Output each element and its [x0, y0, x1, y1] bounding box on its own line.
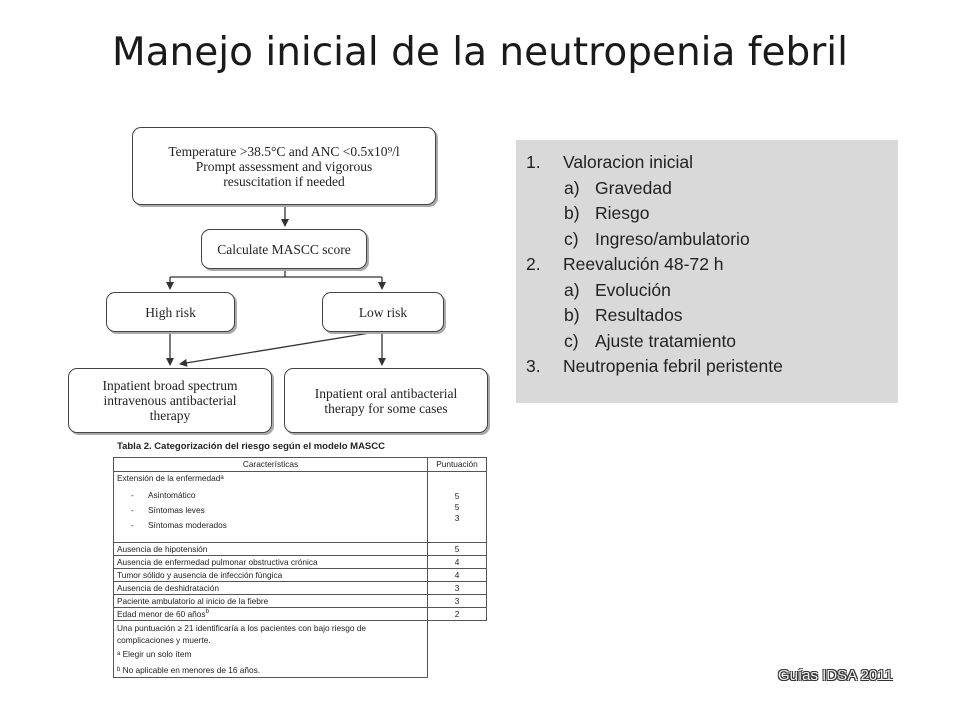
table-note: Una puntuación ≥ 21 identificaría a los …	[117, 623, 367, 645]
list-label: Evolución	[595, 279, 671, 300]
footnote-marker: b	[205, 609, 209, 615]
list-number: c)	[564, 330, 579, 351]
table-cell	[427, 620, 487, 678]
list-number: 3.	[526, 356, 541, 376]
list-item: a) Evolución	[526, 278, 783, 304]
table-caption: Tabla 2. Categorización del riesgo según…	[117, 441, 385, 452]
table-row: Ausencia de enfermedad pulmonar obstruct…	[113, 555, 487, 569]
footnote-marker: a	[117, 651, 121, 657]
list-number: 1.	[526, 152, 541, 172]
table-notes-row: Una puntuación ≥ 21 identificaría a los …	[113, 620, 487, 678]
mascc-table: Características Puntuación Extensión de …	[113, 457, 487, 678]
table-cell: Ausencia de enfermedad pulmonar obstruct…	[113, 555, 428, 569]
table-cell: 5	[427, 542, 487, 556]
score-value: 5	[454, 491, 460, 501]
list-number: a)	[564, 177, 580, 198]
list-item: - Síntomas leves	[117, 505, 424, 516]
flow-box-inpatient-oral: Inpatient oral antibacterial therapy for…	[284, 368, 488, 433]
flow-box-fever-criteria: Temperature >38.5°C and ANC <0.5x10⁹/l P…	[132, 127, 436, 205]
table-cell: Extensión de la enfermedada - Asintomátic…	[113, 471, 428, 543]
footnote-marker: a	[220, 475, 224, 481]
list-item: - Asintomático	[117, 490, 424, 501]
list-label: Resultados	[595, 305, 683, 325]
flow-box-fever-criteria-text: Temperature >38.5°C and ANC <0.5x10⁹/l P…	[168, 143, 400, 189]
ext-label: Extensión de la enfermedad	[117, 473, 221, 483]
list-item: b) Riesgo	[526, 201, 783, 227]
list-item: b) Resultados	[526, 303, 783, 329]
list-number: a)	[564, 279, 580, 300]
list-item: 3. Neutropenia febril peristente	[526, 354, 783, 380]
footnote-marker: b	[117, 667, 121, 673]
source-footer: Guías IDSA 2011	[778, 667, 893, 684]
flow-box-inpatient-oral-text: Inpatient oral antibacterial therapy for…	[314, 385, 458, 416]
flow-box-low-risk-text: Low risk	[358, 304, 408, 320]
list-item: - Síntomas moderados	[117, 520, 424, 531]
table-cell: 3	[427, 581, 487, 595]
dash: -	[131, 520, 134, 530]
table-header-row: Características Puntuación	[113, 457, 487, 472]
list-label: Valoracion inicial	[563, 152, 694, 172]
list-number: 2.	[526, 254, 541, 274]
ext-label-line: Extensión de la enfermedada	[117, 473, 424, 484]
flow-box-inpatient-iv-text: Inpatient broad spectrum intravenous ant…	[102, 378, 238, 423]
flow-box-low-risk: Low risk	[322, 292, 444, 332]
table-cell: Tumor sólido y ausencia de infección fún…	[113, 568, 428, 582]
list-item: a) Gravedad	[526, 176, 783, 202]
list-label: Síntomas leves	[148, 505, 205, 515]
list-label: Gravedad	[595, 177, 672, 198]
flow-box-high-risk: High risk	[106, 292, 235, 332]
steps-list: 1. Valoracion inicial a) Gravedad b) Riesgo…	[526, 150, 783, 380]
table-cell: 4	[427, 568, 487, 582]
table-note-text: No aplicable en menores de 16 años.	[120, 665, 261, 675]
list-number: c)	[564, 228, 579, 249]
dash: -	[131, 505, 134, 515]
table-cell: Ausencia de deshidratación	[113, 581, 428, 595]
age-label: Edad menor de 60 años	[117, 609, 206, 619]
list-label: Reevalución 48-72 h	[563, 254, 724, 274]
list-label: Ajuste tratamiento	[595, 330, 737, 351]
steps-panel: 1. Valoracion inicial a) Gravedad b) Riesgo…	[516, 140, 898, 403]
table-cell: 4	[427, 555, 487, 569]
table-cell: 5 5 3	[427, 471, 487, 543]
list-label: Ingreso/ambulatorio	[595, 228, 750, 249]
flow-box-inpatient-iv: Inpatient broad spectrum intravenous ant…	[68, 368, 272, 433]
list-label: Síntomas moderados	[148, 520, 227, 530]
list-label: Neutropenia febril peristente	[563, 356, 783, 376]
table-cell: 2	[427, 607, 487, 621]
list-item: c) Ajuste tratamiento	[526, 329, 783, 355]
list-item: 1. Valoracion inicial	[526, 150, 783, 176]
table-note: a Elegir un solo ítem	[117, 648, 424, 660]
table-note: b No aplicable en menores de 16 años.	[117, 664, 424, 676]
dash: -	[131, 490, 134, 500]
table-notes-cell: Una puntuación ≥ 21 identificaría a los …	[113, 620, 428, 678]
table-row: Tumor sólido y ausencia de infección fún…	[113, 568, 487, 582]
column-header-characteristics: Características	[113, 457, 428, 472]
list-item: 2. Reevalución 48-72 h	[526, 252, 783, 278]
score-value: 5	[454, 502, 460, 512]
table-cell: Paciente ambulatorio al inicio de la fie…	[113, 594, 428, 608]
column-header-score: Puntuación	[427, 457, 487, 472]
table-row: Edad menor de 60 añosb 2	[113, 607, 487, 621]
list-number: b)	[564, 305, 580, 325]
table-cell: Edad menor de 60 añosb	[113, 607, 428, 621]
list-number: b)	[564, 203, 580, 223]
table-cell: Ausencia de hipotensión	[113, 542, 428, 556]
list-label: Riesgo	[595, 203, 650, 223]
score-value: 3	[454, 513, 460, 523]
table-row: Extensión de la enfermedada - Asintomátic…	[113, 471, 487, 543]
flow-box-calculate-mascc-text: Calculate MASCC score	[217, 241, 351, 257]
flow-box-high-risk-text: High risk	[145, 304, 196, 320]
slide-title: Manejo inicial de la neutropenia febril	[112, 30, 848, 75]
table-note-text: Elegir un solo ítem	[120, 649, 192, 659]
list-label: Asintomático	[148, 490, 196, 500]
table-cell: 3	[427, 594, 487, 608]
list-item: c) Ingreso/ambulatorio	[526, 227, 783, 253]
flow-box-calculate-mascc: Calculate MASCC score	[201, 229, 367, 269]
table-row: Paciente ambulatorio al inicio de la fie…	[113, 594, 487, 608]
